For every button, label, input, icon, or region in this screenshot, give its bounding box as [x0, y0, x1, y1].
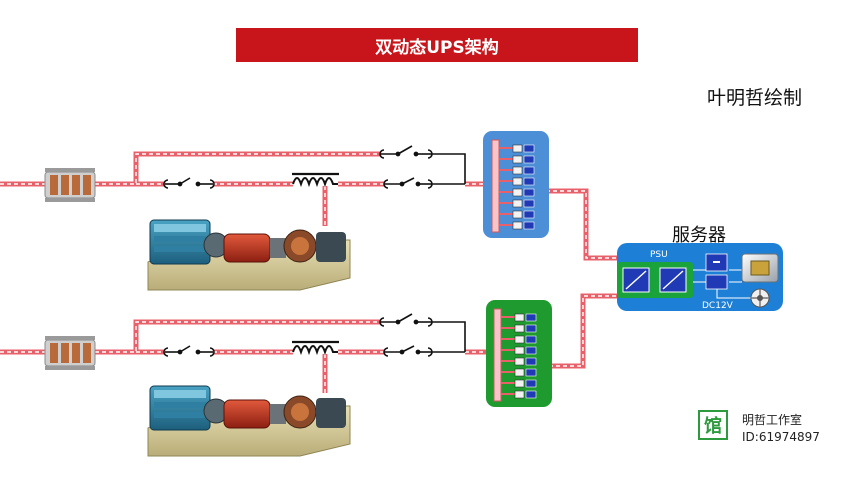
pdu-outlet-breaker: [501, 379, 537, 388]
output-breaker-icon: [383, 177, 465, 189]
pdu-outlet-breaker: [501, 335, 537, 344]
pdu-outlet-breaker: [501, 313, 537, 322]
pdu-outlet-breaker: [501, 368, 537, 377]
diesel-rotary-ups-icon: [147, 385, 351, 457]
bottom-cables: [0, 293, 620, 393]
dc12v-label: DC12V: [702, 301, 733, 311]
bypass-breaker-icon: [379, 313, 433, 327]
transformer-icon: [44, 336, 96, 370]
psu-label: PSU: [650, 250, 668, 260]
breaker-icon: [163, 345, 215, 357]
dc-bus-wires: [693, 269, 760, 299]
pdu-outlet-breaker: [501, 324, 537, 333]
pdu-outlet-breaker: [501, 390, 537, 399]
output-breaker-icon: [383, 345, 465, 357]
choke-coil-icon: [292, 172, 339, 188]
pdu-outlet-breaker: [499, 221, 535, 230]
breaker-icon: [163, 177, 215, 189]
pdu-outlet-breaker: [499, 166, 535, 175]
library-stamp: 馆: [698, 410, 728, 440]
pdu-outlet-breaker: [499, 188, 535, 197]
top-power-chain: [0, 131, 620, 291]
pdu-outlet-breaker: [499, 177, 535, 186]
studio-id: ID:61974897: [742, 430, 820, 444]
author-credit: 叶明哲绘制: [707, 87, 803, 109]
bypass-breaker-icon: [379, 145, 433, 159]
psu-converter-icon: [622, 267, 650, 293]
server-box: [617, 243, 783, 311]
bottom-bypass-wire: [432, 321, 466, 352]
pdu-outlet-breaker: [501, 346, 537, 355]
studio-name: 明哲工作室: [742, 413, 803, 427]
psu-module: [617, 262, 693, 298]
transformer-icon: [44, 168, 96, 202]
pdu-outlet-breaker: [499, 144, 535, 153]
psu-converter-icon: [659, 267, 687, 293]
server-title: 服务器: [672, 225, 726, 246]
top-cables: [0, 151, 620, 261]
fan-icon: [750, 288, 770, 308]
pdu-outlet-breaker: [499, 210, 535, 219]
page-title: 双动态UPS架构: [236, 28, 638, 62]
vrm-chip-icon: [705, 253, 728, 290]
choke-coil-icon: [292, 340, 339, 356]
pdu-blue-outlets: [499, 144, 535, 230]
cpu-chip-icon: [741, 253, 779, 283]
pdu-outlet-breaker: [499, 199, 535, 208]
pdu-outlet-breaker: [499, 155, 535, 164]
diesel-rotary-ups-icon: [147, 219, 351, 291]
top-bypass-wire: [432, 153, 466, 184]
pdu-outlet-breaker: [501, 357, 537, 366]
pdu-green-outlets: [501, 313, 537, 399]
